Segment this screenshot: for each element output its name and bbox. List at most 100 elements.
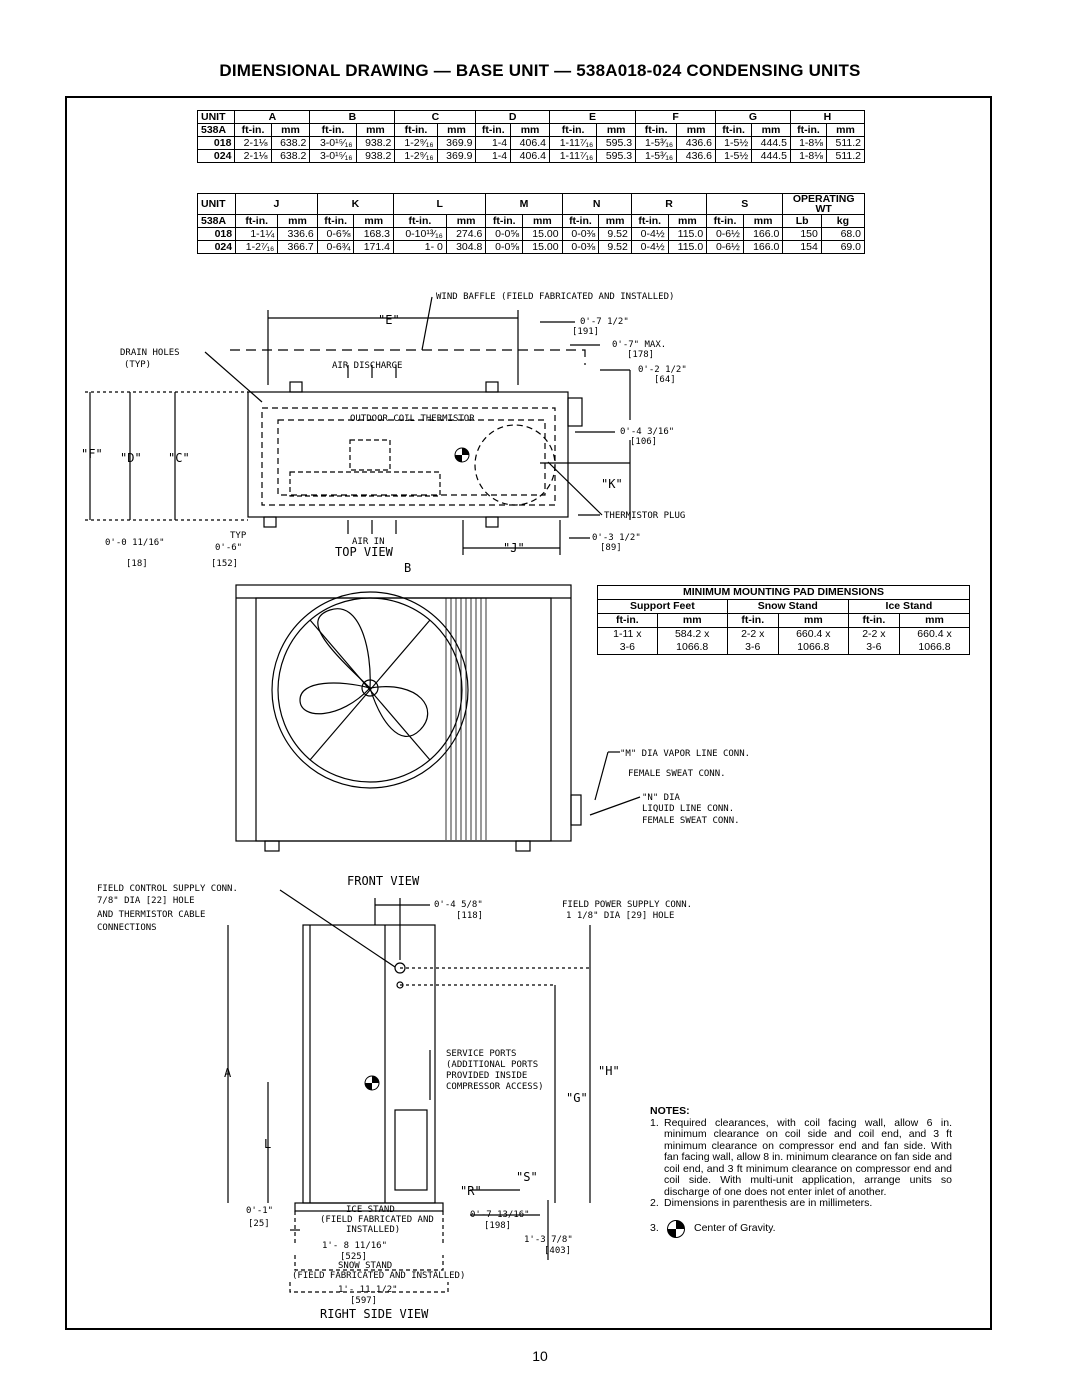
table-cell: 2-1⅛: [234, 149, 272, 163]
dim-s-label: "S": [516, 1170, 538, 1184]
table-cell: 2-2 x: [726, 627, 779, 641]
table-cell: 68.0: [820, 227, 866, 241]
dim-label: 0'-4 3/16": [620, 427, 674, 437]
service-ports-label: SERVICE PORTS: [446, 1049, 516, 1059]
drain-holes-label: DRAIN HOLES: [120, 348, 180, 358]
dim-mm-label: [25]: [248, 1219, 270, 1229]
table-cell: 1- 0: [392, 240, 447, 254]
sub-header: ft-in.: [392, 214, 447, 228]
sub-header: ft-in.: [475, 123, 512, 137]
sub-header: ft-in.: [789, 123, 828, 137]
table-row: 3-6 1066.8 3-6 1066.8 3-6 1066.8: [597, 641, 971, 655]
pad-group-header: Support Feet: [597, 599, 728, 614]
dim-label: 0'-3 1/2": [592, 533, 641, 543]
front-view-title: FRONT VIEW: [347, 874, 420, 888]
top-view-title: TOP VIEW: [335, 545, 394, 559]
pad-sub-header: ft-in.: [597, 613, 658, 628]
liquid-line-label: LIQUID LINE CONN.: [642, 804, 734, 814]
dim-mm-label: [178]: [627, 350, 654, 360]
table-cell: 511.2: [826, 149, 865, 163]
service-ports-label: (ADDITIONAL PORTS: [446, 1060, 538, 1070]
coil-outline: [261, 407, 556, 506]
dim-label: 0'-6": [215, 543, 242, 553]
notes-heading: NOTES:: [650, 1105, 690, 1117]
sub-header: mm: [522, 214, 563, 228]
note-item: 2.Dimensions in parenthesis are in milli…: [650, 1197, 873, 1209]
thermistor-cable-label: AND THERMISTOR CABLE: [97, 910, 205, 920]
table-cell: 3-6: [847, 641, 900, 655]
service-ports-label: COMPRESSOR ACCESS): [446, 1082, 544, 1092]
table-cell: 2-2 x: [847, 627, 900, 641]
table-cell: 638.2: [270, 149, 311, 163]
field-control-hole-label: 7/8" DIA [22] HOLE: [97, 896, 195, 906]
sub-header: ft-in.: [235, 214, 279, 228]
dim-label: 1'- 8 11/16": [322, 1241, 387, 1251]
note-item: 3. Center of Gravity.: [650, 1219, 952, 1239]
table-cell: 1-5³⁄₁₆: [635, 136, 678, 150]
operating-weight-header: OPERATING WT: [782, 193, 865, 215]
drain-typ-label: (TYP): [124, 360, 151, 370]
dim-j-label: "J": [503, 541, 525, 555]
table-cell: 1-11⁷⁄₁₆: [548, 149, 598, 163]
note-item: 1.Required clearances, with coil facing …: [650, 1116, 952, 1198]
pad-sub-header: mm: [656, 613, 728, 628]
dim-e-label: "E": [378, 313, 400, 327]
table-cell: 1066.8: [898, 641, 971, 655]
table-cell: 3-6: [597, 641, 658, 655]
table-cell: 1-5½: [715, 149, 753, 163]
dim-c-label: "C": [168, 451, 190, 465]
sweat-conn-label: FEMALE SWEAT CONN.: [628, 769, 726, 779]
table-cell: 366.7: [277, 240, 318, 254]
table-cell: 166.0: [742, 227, 784, 241]
dim-d-label: "D": [120, 451, 142, 465]
connections-label: CONNECTIONS: [97, 923, 157, 933]
dim-g-label: "G": [566, 1091, 588, 1105]
side-view-outline: [302, 924, 436, 1204]
table-cell: 0-0⅜: [561, 240, 600, 254]
table-cell: 938.2: [355, 149, 396, 163]
table-cell: 304.8: [445, 240, 487, 254]
table-cell: 0-6¾: [316, 240, 355, 254]
dim-mm-label: [191]: [572, 327, 599, 337]
table-cell: 1-2⁷⁄₁₆: [235, 240, 279, 254]
dim-label: 0'-2 1/2": [638, 365, 687, 375]
sub-header: ft-in.: [234, 123, 272, 137]
sub-header: mm: [742, 214, 784, 228]
dim-mm-label: [118]: [456, 911, 483, 921]
note-text: Center of Gravity.: [694, 1221, 776, 1234]
table-cell: 584.2 x: [656, 627, 728, 641]
sub-header: mm: [277, 214, 318, 228]
center-of-gravity-icon: [454, 447, 470, 463]
sub-header: ft-in.: [715, 123, 753, 137]
mounting-pad-table: MINIMUM MOUNTING PAD DIMENSIONS Support …: [597, 585, 971, 655]
table-cell: 436.6: [676, 149, 717, 163]
ice-stand-label: (FIELD FABRICATED AND: [320, 1215, 434, 1225]
pad-table-title: MINIMUM MOUNTING PAD DIMENSIONS: [597, 585, 970, 600]
dim-label: 0'-7" MAX.: [612, 340, 666, 350]
table-cell: 0-0⅝: [485, 240, 524, 254]
page-title: DIMENSIONAL DRAWING — BASE UNIT — 538A01…: [219, 61, 861, 80]
thermistor-plug-label: THERMISTOR PLUG: [604, 511, 685, 521]
pad-group-header: Ice Stand: [847, 599, 971, 614]
table-cell: 0-4½: [630, 240, 669, 254]
dim-f-label: "F": [81, 447, 103, 461]
air-in-label: AIR IN: [352, 537, 385, 547]
liquid-dia-label: "N" DIA: [642, 793, 681, 803]
note-text: Dimensions in parenthesis are in millime…: [664, 1197, 873, 1209]
thermistor-label: OUTDOOR COIL THERMISTOR: [350, 414, 475, 424]
sub-header: ft-in.: [561, 214, 600, 228]
table-cell: 369.9: [436, 149, 477, 163]
center-of-gravity-icon: [364, 1075, 380, 1091]
table-cell: 0-0⅜: [561, 227, 600, 241]
dim-label: 0'-4 5/8": [434, 900, 483, 910]
dim-r-label: "R": [460, 1184, 482, 1198]
table-cell: 150: [782, 227, 822, 241]
pad-sub-header: mm: [898, 613, 971, 628]
table-cell: 115.0: [667, 240, 708, 254]
table-cell: 3-6: [726, 641, 779, 655]
ice-stand-label: ICE STAND: [346, 1205, 395, 1215]
note-text: Required clearances, with coil facing wa…: [664, 1116, 952, 1198]
pad-sub-header: mm: [777, 613, 849, 628]
